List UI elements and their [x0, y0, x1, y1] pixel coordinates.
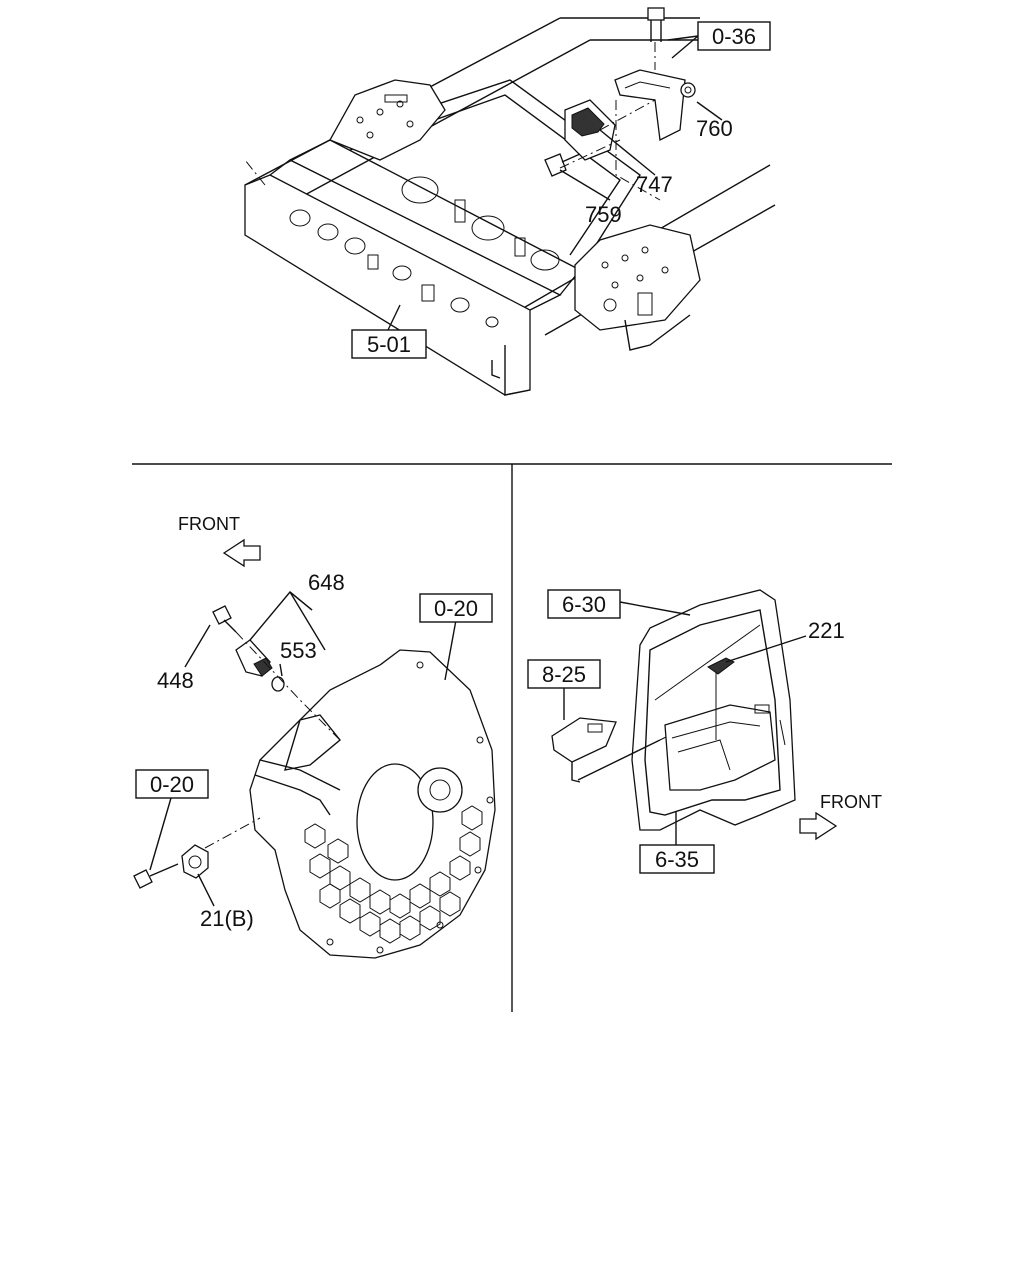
- callout-6-35: 6-35: [639, 844, 715, 874]
- sensor-648-icon: [235, 639, 273, 677]
- callout-448: 448: [157, 668, 194, 693]
- svg-text:6-30: 6-30: [562, 592, 606, 617]
- frame-crossmember-illustration: [244, 7, 776, 396]
- flywheel-housing-illustration: [249, 649, 496, 959]
- callout-648: 648: [308, 570, 345, 595]
- callout-21b: 21(B): [200, 906, 254, 931]
- o-ring-553-icon: [271, 676, 285, 692]
- nut-760-icon: [680, 82, 696, 98]
- bolt-759-icon: [544, 153, 581, 177]
- svg-text:8-25: 8-25: [542, 662, 586, 687]
- bracket-21b-icon: [181, 844, 209, 879]
- bolt-448-icon: [212, 605, 237, 633]
- callout-8-25: 8-25: [527, 659, 601, 689]
- left-leader-lines: [149, 591, 457, 907]
- callout-759: 759: [585, 202, 622, 227]
- front-arrow-left-icon: [222, 538, 261, 568]
- svg-text:0-20: 0-20: [434, 596, 478, 621]
- callout-0-20-top: 0-20: [419, 593, 493, 623]
- svg-text:0-20: 0-20: [150, 772, 194, 797]
- svg-text:5-01: 5-01: [367, 332, 411, 357]
- callout-0-36: 0-36: [697, 21, 771, 51]
- bolt-036-icon: [647, 7, 665, 42]
- front-label-left: FRONT: [178, 514, 240, 534]
- svg-text:0-36: 0-36: [712, 24, 756, 49]
- bolt-0-20-icon: [133, 863, 179, 889]
- switch-8-25-icon: [551, 717, 617, 783]
- top-leader-lines: [387, 35, 723, 331]
- callout-0-20-left: 0-20: [135, 769, 209, 799]
- callout-747: 747: [636, 172, 673, 197]
- callout-760: 760: [696, 116, 733, 141]
- callout-221: 221: [808, 618, 845, 643]
- honeycomb-ribs: [304, 805, 483, 944]
- callout-5-01: 5-01: [351, 329, 427, 359]
- callout-6-30: 6-30: [547, 589, 621, 619]
- right-leader-lines: [563, 601, 807, 845]
- front-arrow-right-icon: [799, 811, 838, 841]
- front-label-right: FRONT: [820, 792, 882, 812]
- svg-text:6-35: 6-35: [655, 847, 699, 872]
- callout-553: 553: [280, 638, 317, 663]
- door-illustration: [631, 589, 796, 831]
